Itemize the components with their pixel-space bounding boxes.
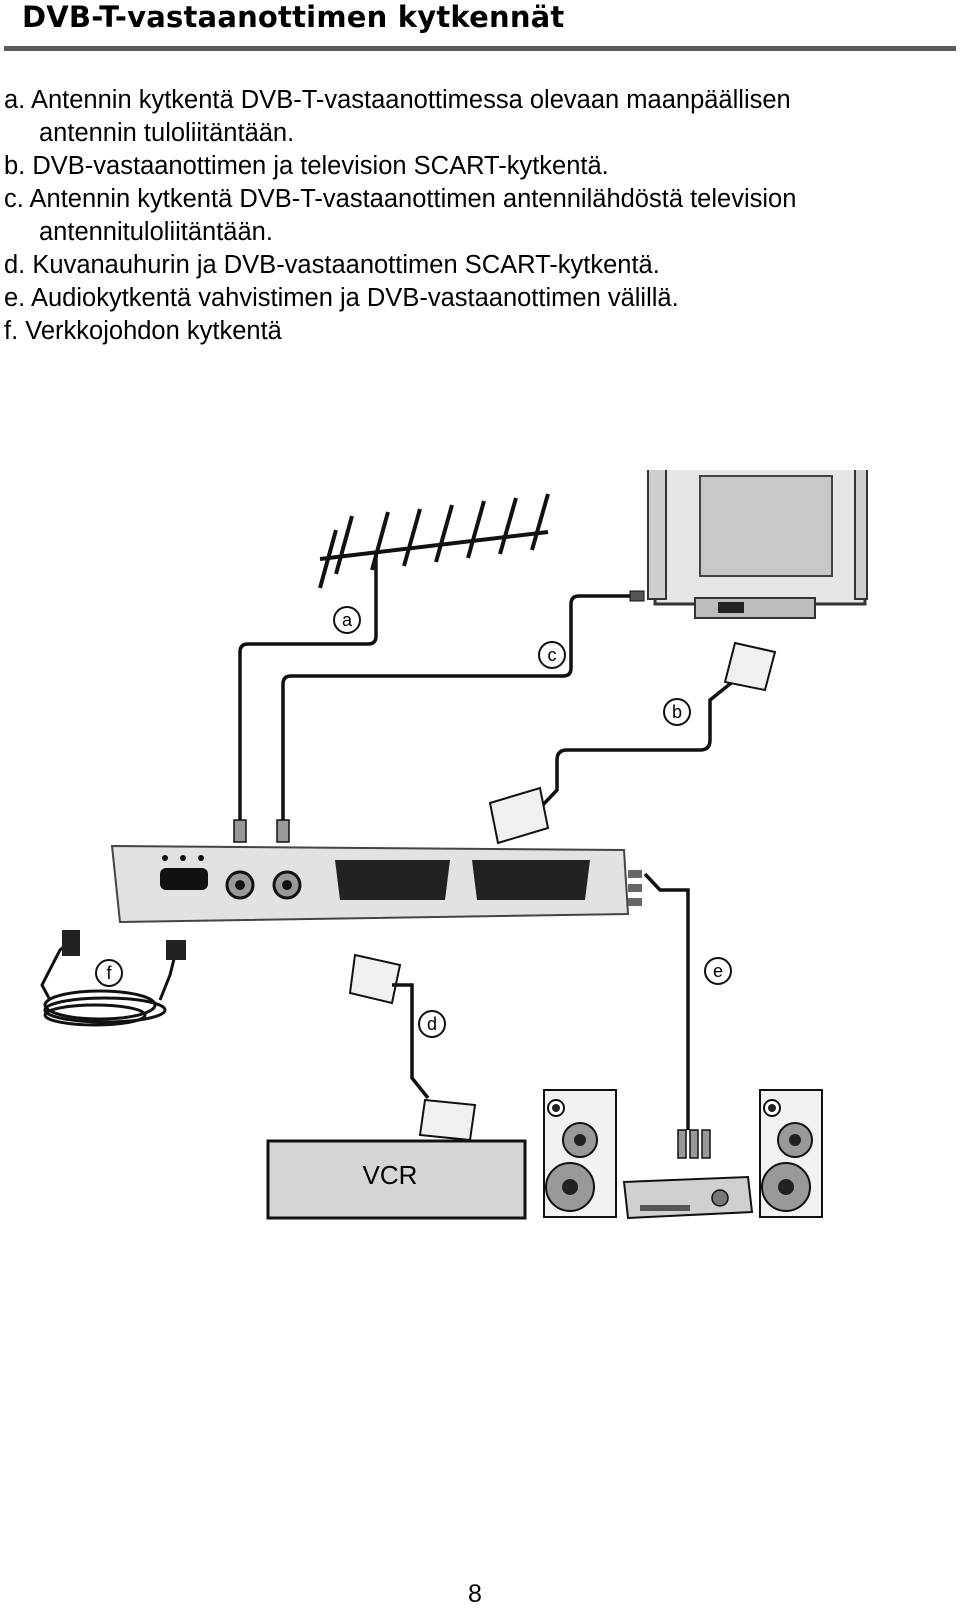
label-circle-d [418,1010,446,1038]
speaker-icon [543,1089,617,1218]
list-item-f: f. Verkkojohdon kytkentä [4,315,796,348]
label-circle-f [95,959,123,987]
list-text: Verkkojohdon kytkentä [25,317,282,345]
page-number: 8 [468,1580,482,1608]
list-letter: b. [4,152,26,180]
label-circle-e [704,957,732,985]
receiver-icon [110,844,642,924]
connection-list: a. Antennin kytkentä DVB-T-vastaanottime… [4,84,796,348]
vcr-label: VCR [363,1160,418,1190]
list-text: Antennin kytkentä DVB-T-vastaanottimessa… [30,86,791,114]
label-circle-a [333,606,361,634]
list-text: Audiokytkentä vahvistimen ja DVB-vastaan… [30,284,679,312]
label-circle-c [538,641,566,669]
tv-plug-icon [629,590,645,602]
speaker-icon [759,1089,823,1218]
power-cord-icon [40,930,186,1027]
list-letter: c. [4,185,24,213]
list-item-e: e. Audiokytkentä vahvistimen ja DVB-vast… [4,282,796,315]
list-item-c-cont: antennituloliitäntään. [39,218,273,246]
list-item-a: a. Antennin kytkentä DVB-T-vastaanottime… [4,84,796,117]
title-divider [4,46,956,51]
list-letter: f. [4,317,19,345]
label-e: e [713,961,723,981]
tv-icon [647,470,868,619]
label-c: c [548,645,557,665]
scart-plug-icon [348,641,777,1142]
cable-b [538,678,737,810]
cable-e [643,872,690,1130]
label-d: d [427,1014,437,1034]
label-b: b [672,702,682,722]
page-title: DVB-T-vastaanottimen kytkennät [22,0,565,34]
list-item-c: c. Antennin kytkentä DVB-T-vastaanottime… [4,183,796,216]
list-item-a-cont: antennin tuloliitäntään. [39,119,295,147]
list-item-b: b. DVB-vastaanottimen ja television SCAR… [4,150,796,183]
cable-c [281,594,630,822]
cable-d [392,983,430,1100]
connection-diagram: a c b f e d VCR [40,470,868,1220]
antenna-icon [318,493,550,589]
list-text: DVB-vastaanottimen ja television SCART-k… [32,152,609,180]
list-text: Antennin kytkentä DVB-T-vastaanottimen a… [29,185,797,213]
label-f: f [106,963,112,983]
list-letter: e. [4,284,26,312]
vcr-icon: VCR [266,1139,527,1220]
list-item-d: d. Kuvanauhurin ja DVB-vastaanottimen SC… [4,249,796,282]
cable-a [238,556,378,822]
label-circle-b [663,698,691,726]
antenna-plug-icon [233,819,290,843]
list-text: Kuvanauhurin ja DVB-vastaanottimen SCART… [32,251,660,279]
label-a: a [342,610,353,630]
list-letter: a. [4,86,26,114]
amplifier-icon [622,1175,754,1220]
rca-plug-icon [677,1129,711,1159]
list-letter: d. [4,251,26,279]
